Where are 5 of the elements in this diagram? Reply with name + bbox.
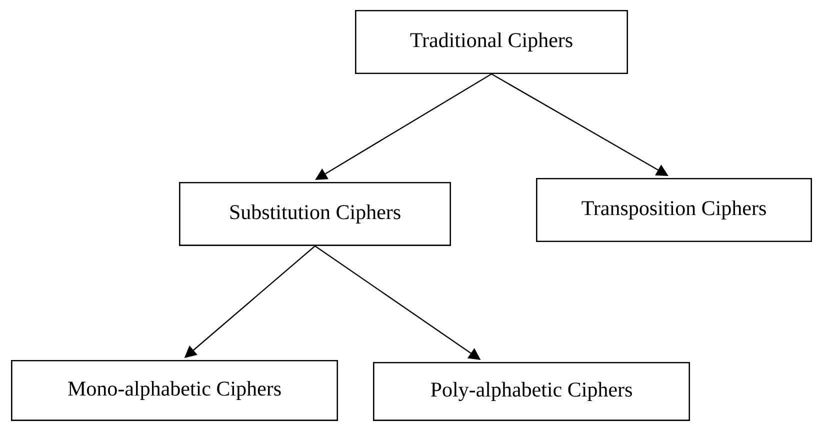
box: Transposition Ciphers (536, 178, 812, 242)
box: Mono-alphabetic Ciphers (11, 360, 338, 421)
box: Substitution Ciphers (179, 182, 451, 246)
box: Traditional Ciphers (355, 10, 628, 74)
box: Poly-alphabetic Ciphers (373, 362, 690, 421)
